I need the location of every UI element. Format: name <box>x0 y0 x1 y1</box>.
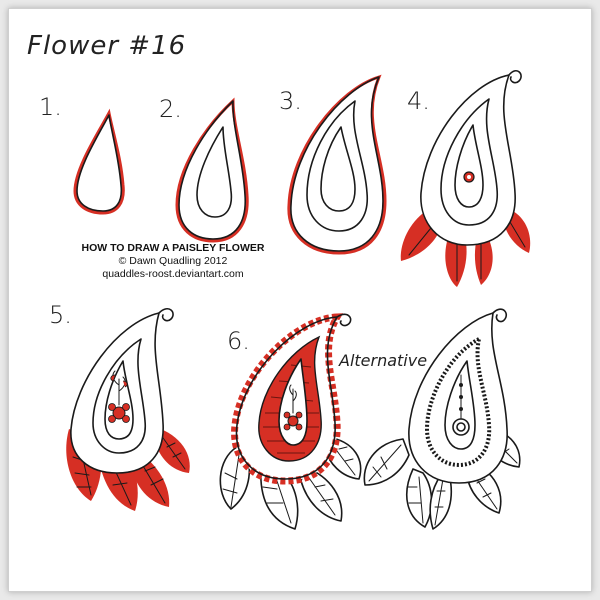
step3-triple-outline <box>287 74 387 255</box>
step1-teardrop <box>73 108 125 215</box>
step6-decorated-paisley <box>219 313 362 530</box>
step-number-1: 1. <box>39 93 62 121</box>
credits-url: quaddles-roost.deviantart.com <box>102 268 244 280</box>
step2-double-outline <box>175 97 249 243</box>
alternative-paisley <box>363 308 521 530</box>
step-number-3: 3. <box>279 87 302 115</box>
step5-detailed-paisley <box>66 308 190 511</box>
step-number-4: 4. <box>407 87 430 115</box>
step-number-2: 2. <box>159 95 182 123</box>
credits-block: HOW TO DRAW A PAISLEY FLOWER © Dawn Quad… <box>73 242 273 281</box>
step-number-6: 6. <box>227 327 250 355</box>
paisley-tutorial-drawings <box>66 70 531 530</box>
credits-copyright: © Dawn Quadling 2012 <box>118 255 228 267</box>
artwork-frame: Flower #16 1. 2. 3. 4. 5. 6. Alternative… <box>8 8 592 592</box>
step4-paisley-with-petals <box>400 70 531 287</box>
alternative-label: Alternative <box>339 351 428 370</box>
step-number-5: 5. <box>49 301 72 329</box>
credits-title: HOW TO DRAW A PAISLEY FLOWER <box>81 242 265 254</box>
page-title: Flower #16 <box>27 31 187 61</box>
